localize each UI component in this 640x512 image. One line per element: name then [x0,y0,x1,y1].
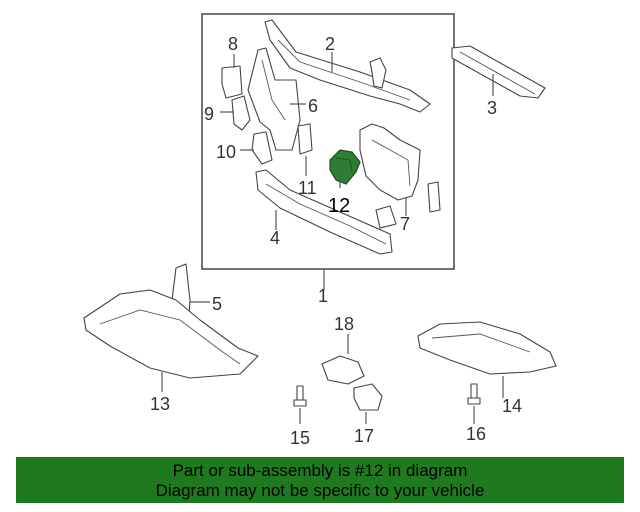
part-2-upper-support [264,19,431,113]
part-17-clip [353,383,383,411]
part-15-bolt [293,385,307,407]
callout-11: 11 [298,178,317,198]
part-12-highlighted [329,149,361,185]
callout-18: 18 [334,314,354,334]
callout-14: 14 [502,396,522,416]
parts-diagram: 1 2 3 4 5 6 7 8 9 10 11 12 13 14 15 16 1… [83,13,557,448]
part-6-side-panel [247,47,301,151]
part-16-bolt [467,383,481,405]
assembly-box [201,13,455,270]
callout-7: 7 [400,214,410,234]
part-18-bracket [321,355,365,385]
part-13-under-cover [83,289,259,379]
callout-17: 17 [354,426,374,446]
callout-4: 4 [270,228,280,248]
callout-labels: 1 2 3 4 5 6 7 8 9 10 11 12 13 14 15 16 1… [150,34,522,448]
callout-13: 13 [150,394,170,414]
callout-15: 15 [290,428,310,448]
callout-6: 6 [308,96,318,116]
callout-5: 5 [212,294,222,314]
callout-1: 1 [318,286,328,306]
callout-2: 2 [325,34,335,54]
callout-9: 9 [204,104,214,124]
part-8-bracket [221,65,243,99]
footer-line-2: Diagram may not be specific to your vehi… [155,481,485,500]
part-7-side-member [359,123,441,229]
part-14-under-cover [417,321,557,375]
callout-10: 10 [216,142,236,162]
part-3-bracket [451,45,546,99]
footer-banner: Part or sub-assembly is #12 in diagram D… [16,457,624,503]
leader-lines [161,52,504,424]
part-9-bracket [231,95,251,131]
callout-16: 16 [466,424,486,444]
callout-12: 12 [328,195,350,217]
part-11-bracket [297,123,313,155]
footer-line-1: Part or sub-assembly is #12 in diagram [172,461,468,480]
part-10-bracket [251,131,273,165]
callout-8: 8 [228,34,238,54]
part-4-lower-support [255,169,393,255]
callout-3: 3 [487,98,497,118]
